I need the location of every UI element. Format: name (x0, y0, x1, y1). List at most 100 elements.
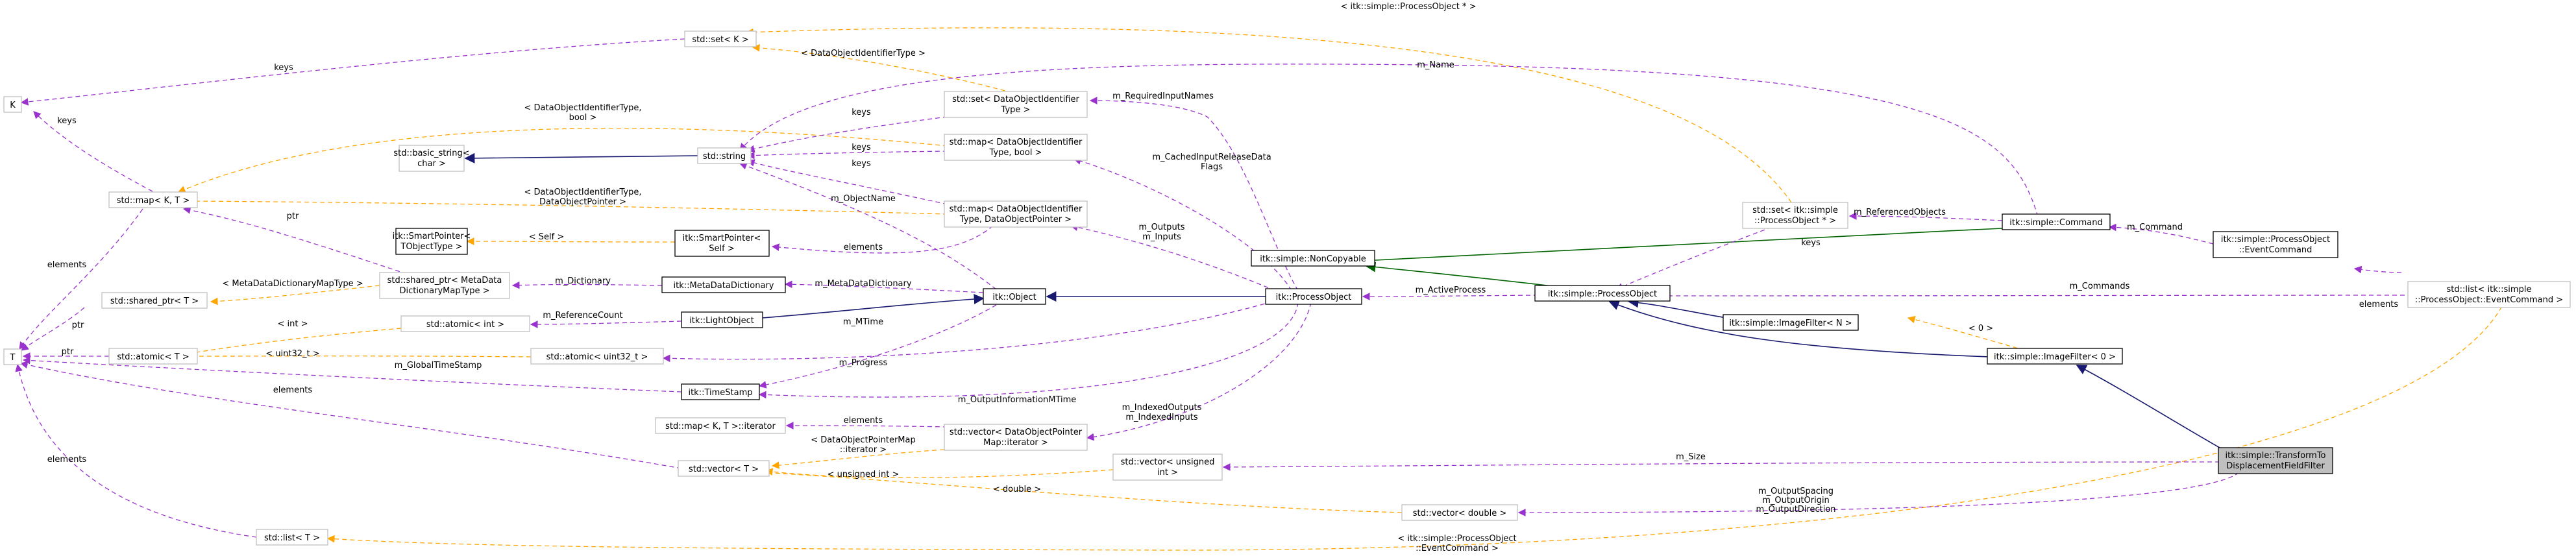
node-timestamp-label: itk::TimeStamp (688, 388, 752, 398)
node-map-iterator[interactable]: std::map< K, T >::iterator (655, 417, 786, 434)
node-vector-unsigned-label-1: std::vector< unsigned (1121, 457, 1215, 467)
label-uint32: < uint32_t > (265, 349, 319, 359)
node-string-label: std::string (703, 152, 746, 162)
edge-imagefilter0-simple-po (1608, 300, 1990, 357)
node-meta-dictionary[interactable]: itk::MetaDataDictionary (661, 276, 786, 293)
label-outputs-2: m_Inputs (1142, 232, 1181, 242)
edge-imagefilterN-simple-po (1628, 297, 1727, 319)
label-m-size: m_Size (1676, 452, 1706, 462)
node-k[interactable]: K (3, 96, 22, 113)
node-shared-ptr-t[interactable]: std::shared_ptr< T > (101, 292, 208, 309)
node-simple-process-object[interactable]: itk::simple::ProcessObject (1534, 285, 1671, 302)
node-shared-ptr-meta-label-1: std::shared_ptr< MetaData (387, 276, 502, 285)
node-set-doid[interactable]: std::set< DataObjectIdentifier Type > (944, 91, 1088, 118)
edge-process-vector-doptr (1086, 302, 1312, 441)
node-t[interactable]: T (3, 348, 22, 365)
node-vector-t[interactable]: std::vector< T > (678, 460, 770, 477)
node-list-t[interactable]: std::list< T > (256, 529, 328, 546)
label-outputs-1: m_Outputs (1138, 223, 1184, 232)
label-m-meta-data-dictionary: m_MetaDataDictionary (815, 279, 911, 289)
node-vector-double[interactable]: std::vector< double > (1401, 504, 1518, 521)
edge-smartptr-self-smartptr (466, 237, 676, 245)
node-map-doid-bool[interactable]: std::map< DataObjectIdentifier Type, boo… (944, 134, 1088, 161)
edge-object-meta-dictionary (784, 280, 984, 293)
node-vector-t-label: std::vector< T > (689, 465, 759, 474)
node-shared-ptr-meta[interactable]: std::shared_ptr< MetaData DictionaryMapT… (379, 272, 510, 299)
node-map-doid-ptr-label-1: std::map< DataObjectIdentifier (950, 204, 1083, 214)
label-keys-map-k: keys (57, 116, 77, 126)
edge-simple-po-list-event (1667, 291, 2416, 299)
label-meta-map-type: < MetaDataDictionaryMapType > (222, 279, 363, 289)
label-ptr-sharedptr-t: ptr (72, 320, 84, 330)
label-keys-set-ptr: keys (1801, 238, 1821, 248)
edge-command-noncopyable (1362, 228, 2003, 266)
label-cached-2: Flags (1201, 162, 1223, 172)
label-m-active-process: m_ActiveProcess (1416, 285, 1486, 295)
edge-simple-po-set-ptr-referenced (1848, 212, 2003, 221)
node-noncopyable[interactable]: itk::simple::NonCopyable (1251, 250, 1375, 267)
node-command[interactable]: itk::simple::Command (2002, 213, 2111, 230)
node-imagefilter-n[interactable]: itk::simple::ImageFilter< N > (1723, 314, 1859, 331)
edge-object-timestamp (758, 304, 997, 389)
label-indexed-2: m_IndexedInputs (1125, 413, 1197, 422)
node-atomic-t-label: std::atomic< T > (117, 352, 189, 362)
edge-sharedptr-meta-map-ptr (182, 206, 423, 280)
node-simple-process-object-label: itk::simple::ProcessObject (1548, 289, 1657, 299)
label-m-commands: m_Commands (2070, 282, 2130, 291)
node-smartptr-t-label-2: TObjectType > (400, 242, 462, 252)
node-object[interactable]: itk::Object (983, 288, 1046, 305)
node-set-k[interactable]: std::set< K > (684, 30, 757, 47)
node-po-event-command[interactable]: itk::simple::ProcessObject ::EventComman… (2213, 231, 2338, 258)
edge-atomic-uint32-atomic (184, 352, 532, 360)
edge-map-doid-ptr-smartptr-self (771, 225, 994, 254)
node-map-kt[interactable]: std::map< K, T > (108, 191, 198, 208)
edge-command-string-name (739, 64, 2039, 217)
label-elements-list-event: elements (2359, 300, 2399, 309)
label-double: < double > (993, 485, 1041, 494)
node-smartptr-self[interactable]: itk::SmartPointer< Self > (674, 230, 770, 257)
node-string[interactable]: std::string (697, 147, 752, 164)
node-atomic-t[interactable]: std::atomic< T > (108, 348, 198, 365)
node-map-doid-ptr[interactable]: std::map< DataObjectIdentifier Type, Dat… (944, 200, 1088, 228)
label-doptr-map-iter-2: ::iterator > (840, 445, 887, 455)
edge-map-doid-ptr-map (189, 197, 948, 215)
node-focus-transform-filter[interactable]: itk::simple::TransformTo DisplacementFie… (2218, 447, 2333, 474)
node-imagefilter-0[interactable]: itk::simple::ImageFilter< 0 > (1987, 348, 2123, 365)
label-elements-list-t: elements (47, 455, 87, 465)
node-light-object-label: itk::LightObject (689, 316, 754, 326)
node-list-t-label: std::list< T > (264, 533, 320, 543)
node-vector-doptr-iter[interactable]: std::vector< DataObjectPointer Map::iter… (944, 424, 1088, 451)
label-m-mtime: m_MTime (843, 317, 883, 327)
node-set-simple-po-ptr-label-2: ::ProcessObject * > (1754, 216, 1836, 226)
node-list-event-command[interactable]: std::list< itk::simple ::ProcessObject::… (2407, 281, 2571, 308)
node-timestamp[interactable]: itk::TimeStamp (681, 383, 760, 400)
label-keys-map-doid-bool: keys (852, 143, 871, 152)
node-focus-label-1: itk::simple::TransformTo (2225, 451, 2325, 461)
node-atomic-int[interactable]: std::atomic< int > (400, 315, 530, 332)
edge-imagefilter0-imagefilterN (1907, 315, 2026, 351)
edge-map-doid-bool-string (746, 151, 948, 160)
node-list-event-command-label-1: std::list< itk::simple (2447, 285, 2532, 295)
label-event-command-2: ::EventCommand > (1416, 544, 1499, 553)
node-map-iterator-label: std::map< K, T >::iterator (665, 422, 776, 431)
node-vector-unsigned[interactable]: std::vector< unsigned int > (1112, 453, 1223, 481)
node-map-doid-bool-label-2: Type, bool > (989, 148, 1042, 158)
edge-focus-vector-double (1517, 472, 2240, 516)
node-set-doid-label-2: Type > (1001, 105, 1031, 115)
node-atomic-uint32[interactable]: std::atomic< uint32_t > (530, 348, 664, 365)
label-elements-smartptr: elements (844, 243, 883, 252)
edge-set-k-keys (20, 38, 685, 106)
node-atomic-int-label: std::atomic< int > (426, 320, 504, 330)
edge-set-ptr-simple-po-keys (1615, 226, 1773, 291)
node-smartptr-t[interactable]: itk::SmartPointer< TObjectType > (393, 228, 471, 255)
label-m-object-name: m_ObjectName (831, 194, 896, 204)
node-basic-string[interactable]: std::basic_string< char > (393, 145, 470, 172)
node-process-object[interactable]: itk::ProcessObject (1265, 288, 1362, 305)
node-set-simple-po-ptr[interactable]: std::set< itk::simple ::ProcessObject * … (1742, 202, 1848, 229)
label-m-output-info-mtime: m_OutputInformationMTime (958, 395, 1077, 405)
edge-process-atomic-uint32 (662, 301, 1273, 363)
label-doid-bool-2: bool > (569, 113, 597, 123)
edge-map-iter-vector-doptr (785, 422, 948, 429)
node-light-object[interactable]: itk::LightObject (681, 311, 763, 328)
